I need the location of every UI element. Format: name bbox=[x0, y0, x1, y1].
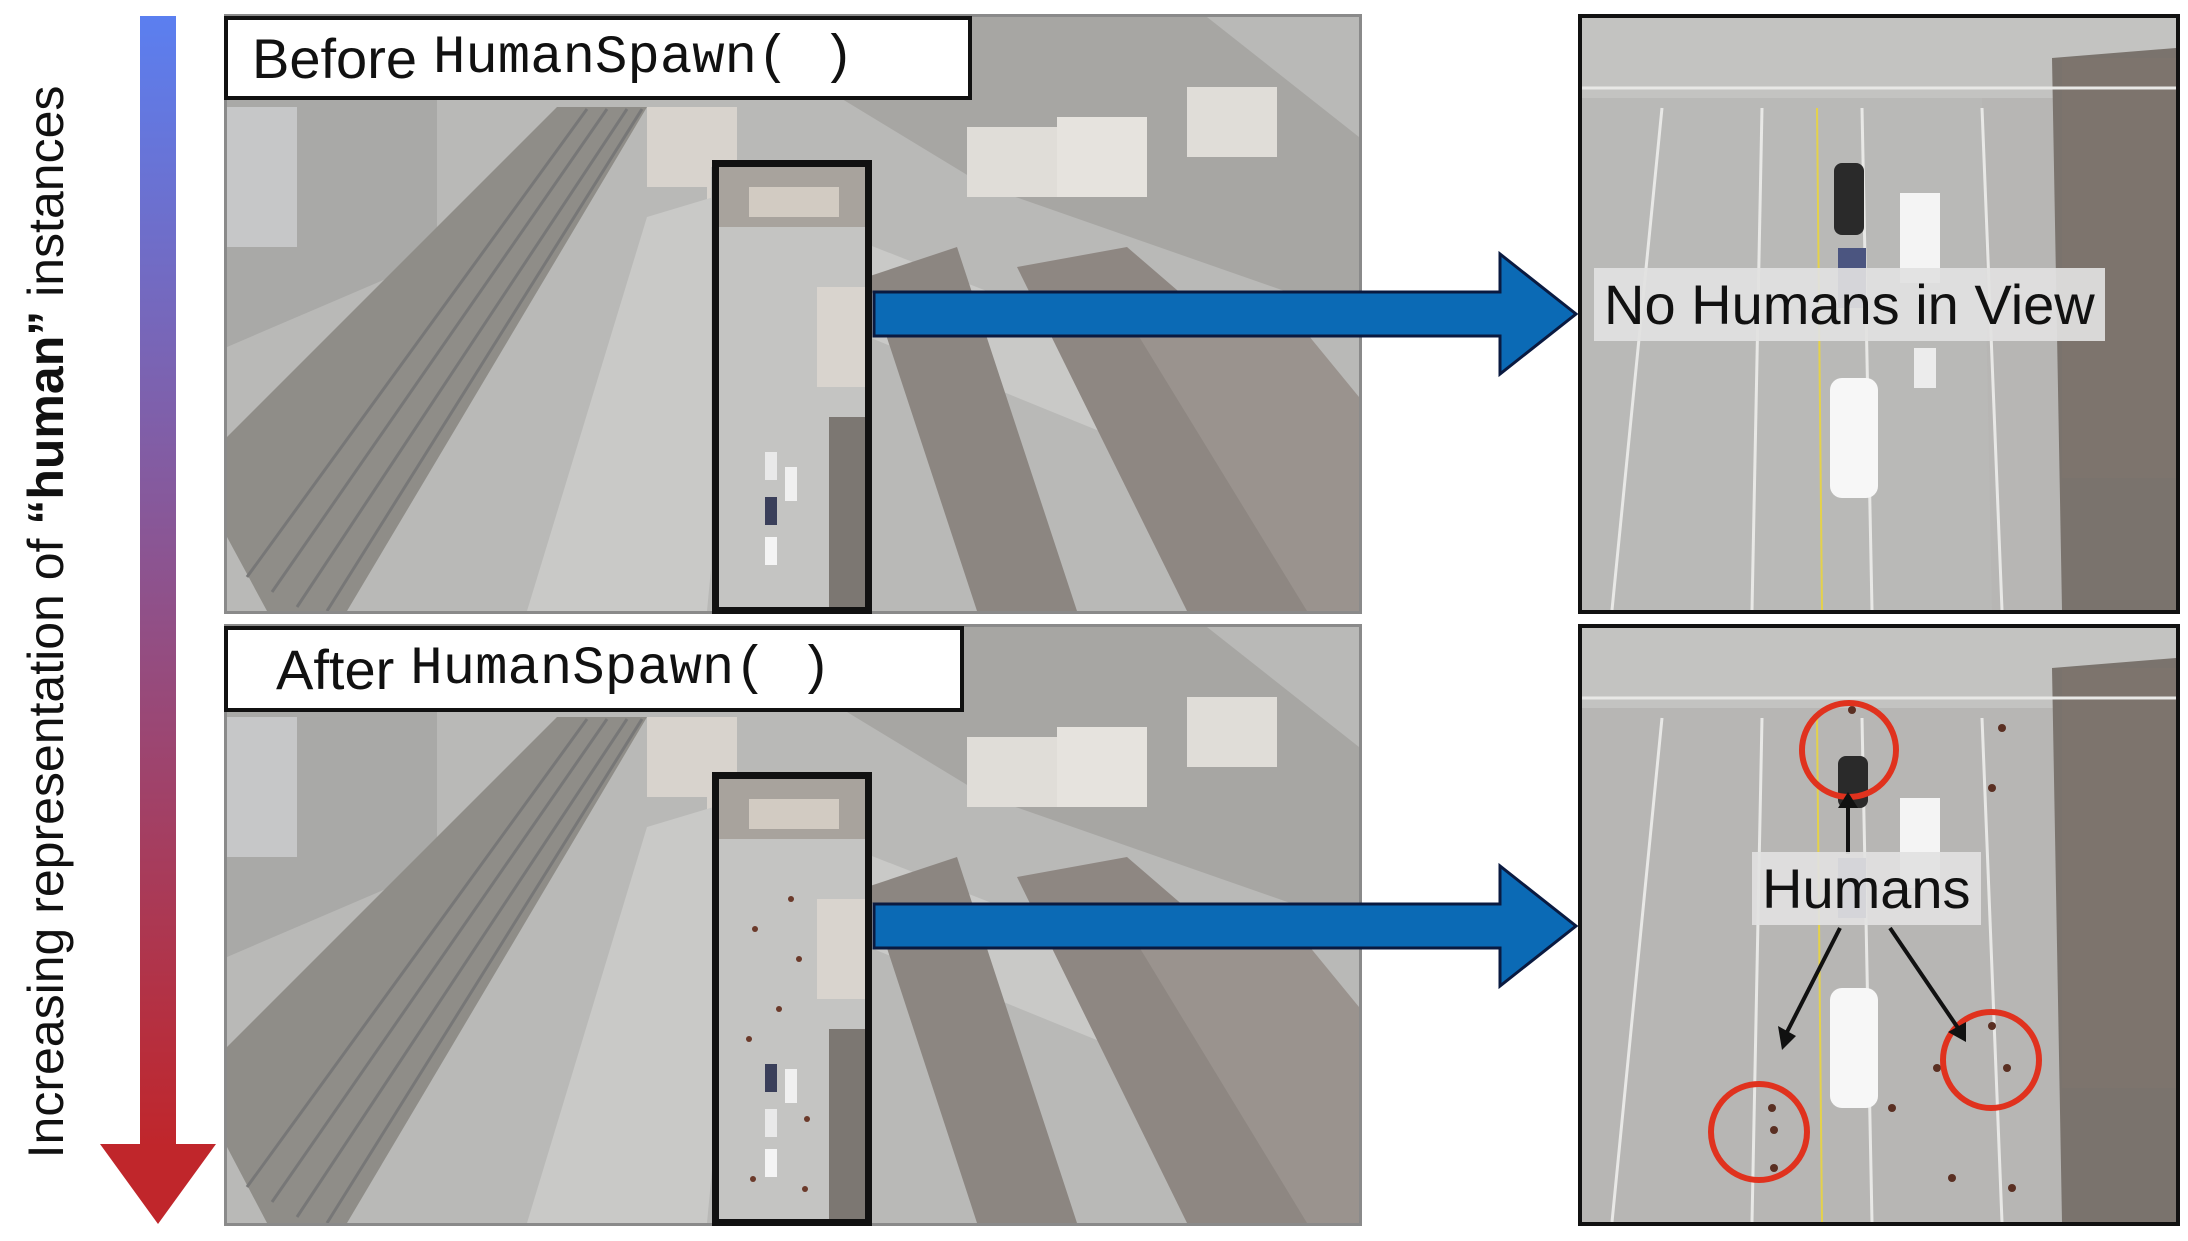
after-title-code: HumanSpawn( ) bbox=[410, 638, 832, 700]
after-crop-region bbox=[712, 772, 872, 1226]
no-humans-label: No Humans in View bbox=[1594, 268, 2105, 341]
after-title-box: After HumanSpawn( ) bbox=[224, 626, 964, 712]
before-title-word: Before bbox=[252, 26, 417, 90]
gradient-arrow bbox=[100, 16, 216, 1224]
top-zoom-arrow bbox=[872, 250, 1579, 378]
before-title-code: HumanSpawn( ) bbox=[433, 27, 855, 89]
side-axis-label: Increasing representation of “human” ins… bbox=[18, 85, 74, 1159]
after-title-word: After bbox=[276, 637, 395, 701]
before-crop-region bbox=[712, 160, 872, 614]
after-zoom-view bbox=[1578, 624, 2180, 1226]
humans-label: Humans bbox=[1752, 852, 1981, 925]
bottom-zoom-arrow bbox=[872, 862, 1579, 990]
before-title-box: Before HumanSpawn( ) bbox=[224, 16, 972, 100]
